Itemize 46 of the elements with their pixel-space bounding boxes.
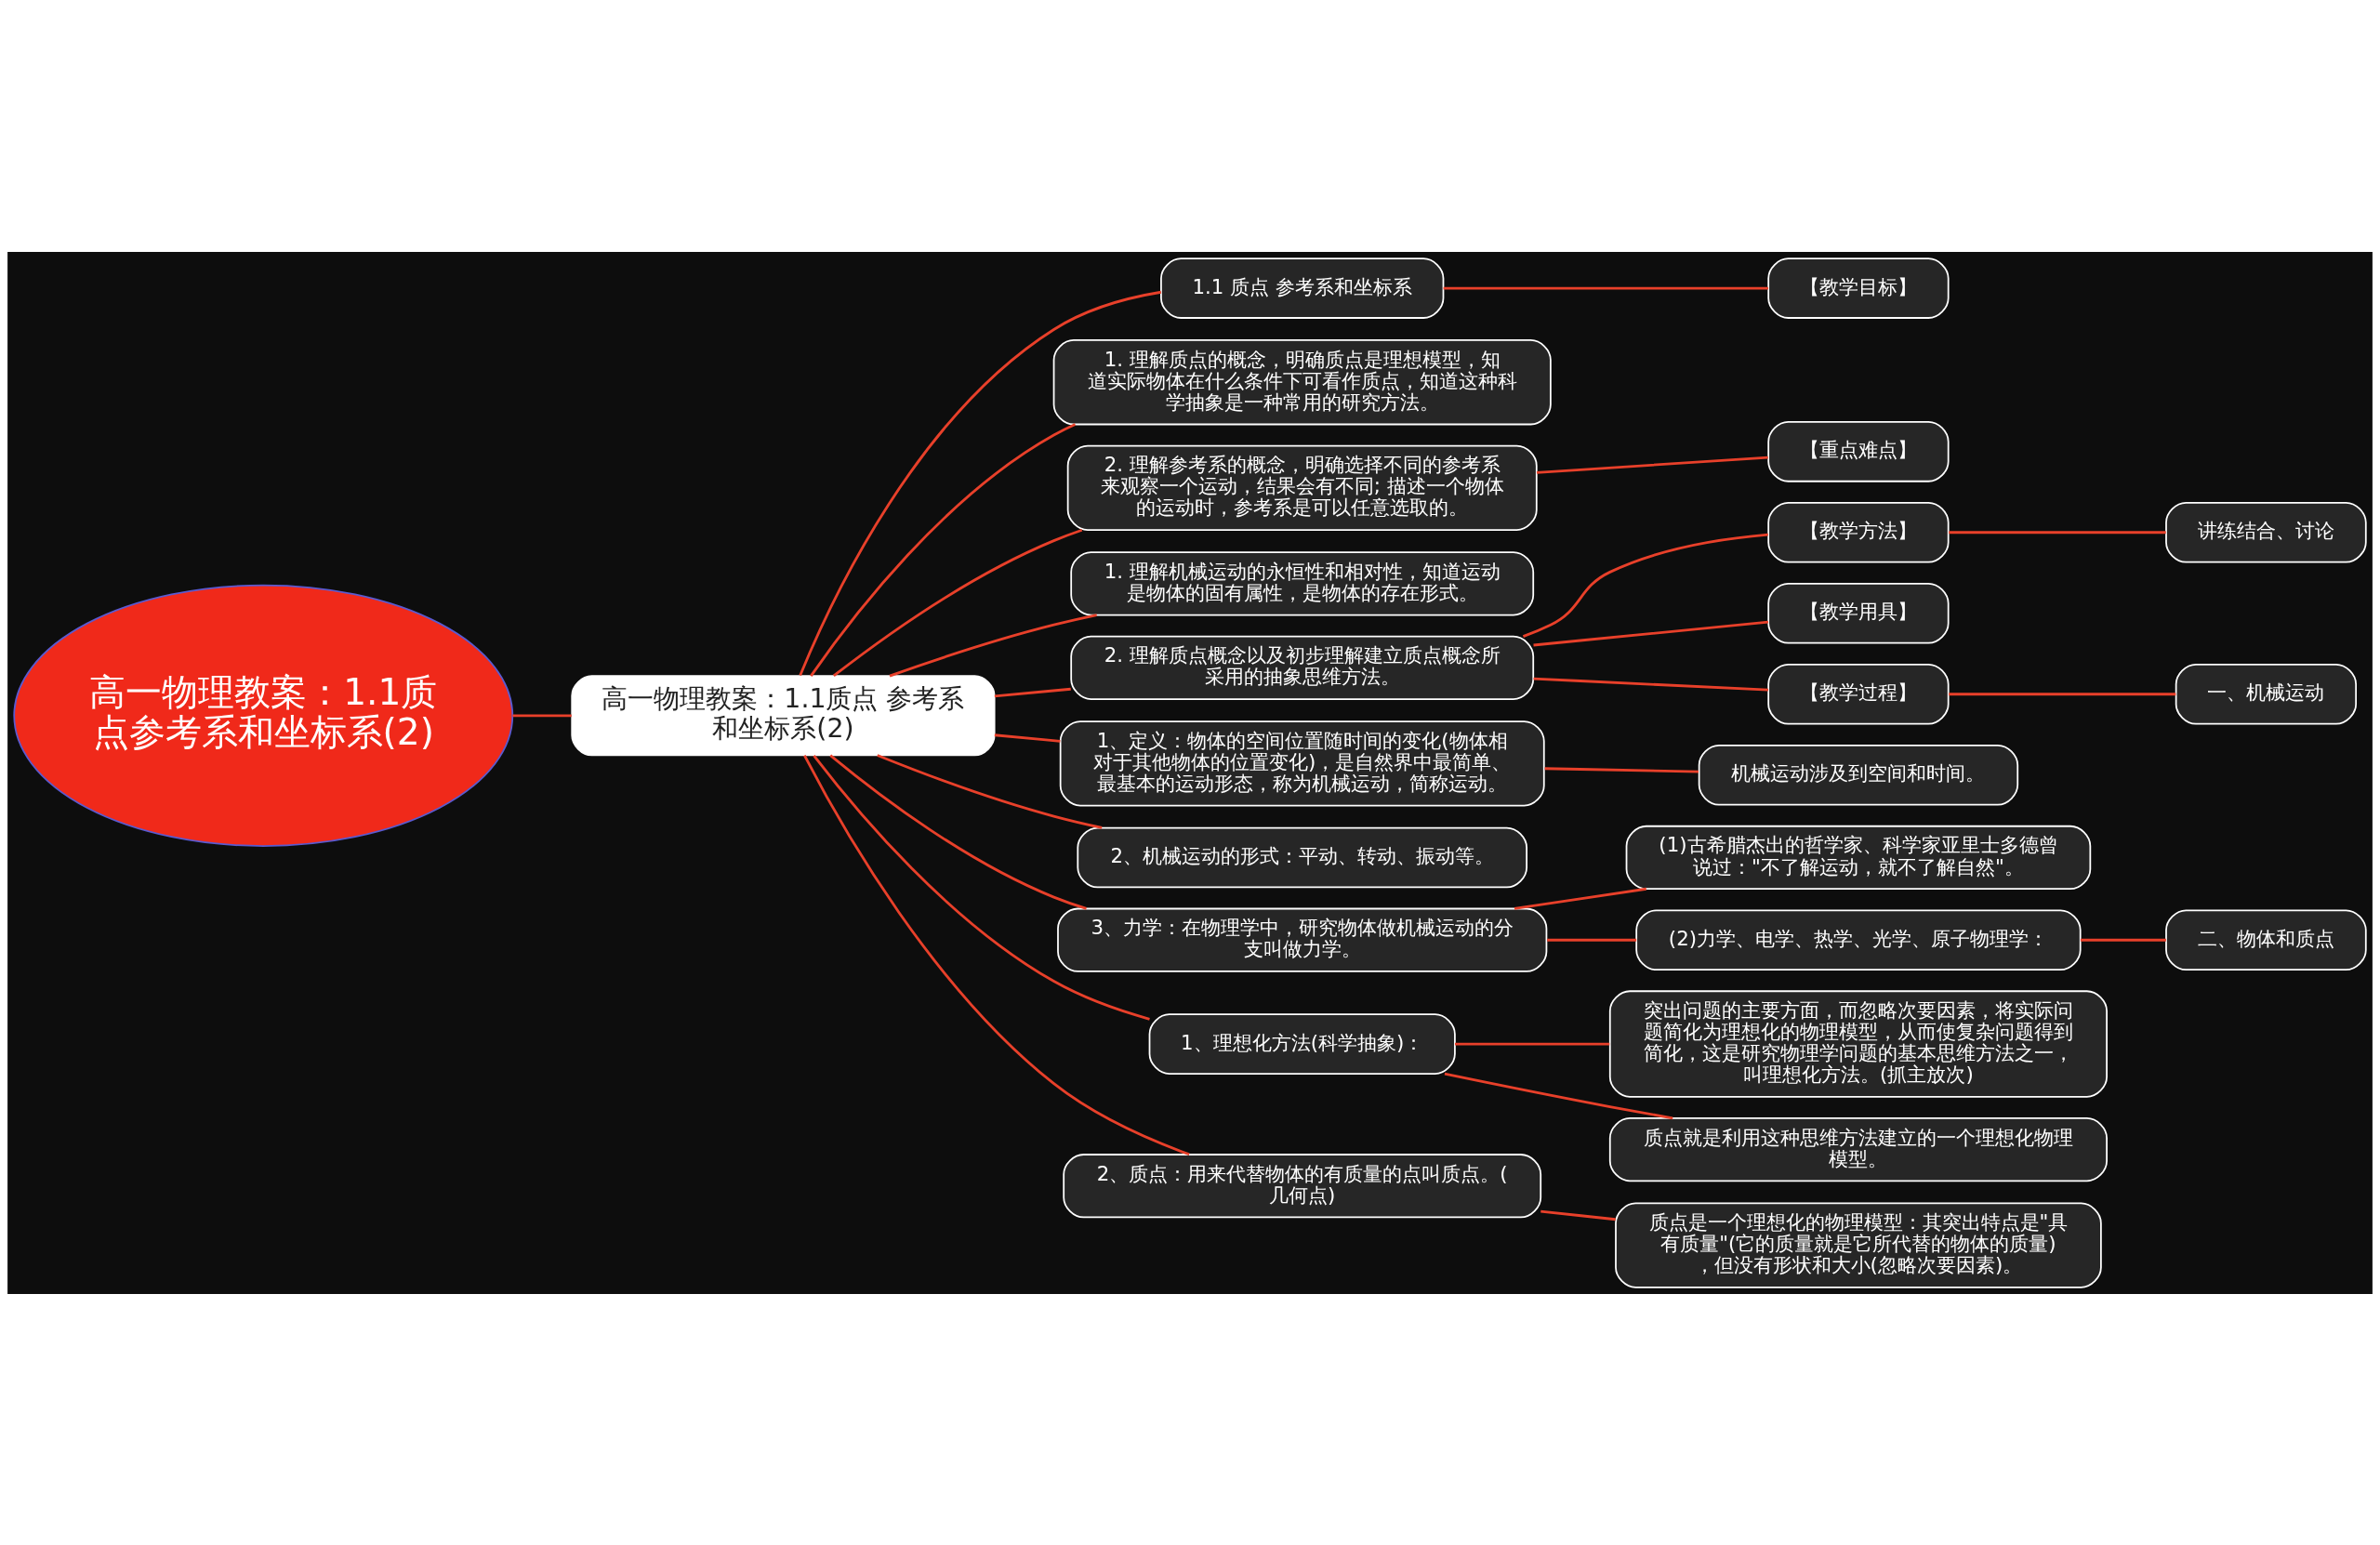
connector <box>1455 1042 1610 1045</box>
node-box: 机械运动涉及到空间和时间。 <box>1698 744 2019 806</box>
node-box: 质点是一个理想化的物理模型：其突出特点是"具有质量"(它的质量就是它所代替的物体的质量)，但没有形状和大小(忽略次要因素)。 <box>1615 1201 2102 1288</box>
connector <box>994 687 1071 697</box>
connector <box>2080 938 2166 942</box>
connector <box>1949 692 2176 695</box>
connector <box>1536 456 1768 474</box>
connector <box>1949 530 2166 534</box>
node-box: 1、理想化方法(科学抽象)： <box>1148 1012 1456 1075</box>
connector <box>832 528 1083 677</box>
connector <box>799 290 1162 676</box>
node-box: 【重点难点】 <box>1767 420 1950 482</box>
node-box: 2、机械运动的形式：平动、转动、振动等。 <box>1077 826 1528 888</box>
node-box: 一、机械运动 <box>2175 663 2358 725</box>
connector <box>1540 1209 1616 1221</box>
node-box: 2. 理解质点概念以及初步理解建立质点概念所采用的抽象思维方法。 <box>1070 635 1535 700</box>
node-box: 二、物体和质点 <box>2165 908 2367 971</box>
connector <box>1522 533 1768 638</box>
connector <box>1443 286 1769 289</box>
node-box: 1.1 质点 参考系和坐标系 <box>1160 257 1445 319</box>
node-box: 【教学目标】 <box>1767 257 1950 319</box>
connector <box>1533 677 1769 692</box>
node-box: 讲练结合、讨论 <box>2165 501 2367 563</box>
connector <box>1533 620 1769 646</box>
node-box: 2、质点：用来代替物体的有质量的点叫质点。(几何点) <box>1063 1153 1542 1218</box>
node-box: 3、力学：在物理学中，研究物体做机械运动的分支叫做力学。 <box>1057 907 1548 972</box>
connector <box>813 754 1150 1021</box>
node-ellipse: 高一物理教案：1.1质点参考系和坐标系(2) <box>13 584 514 847</box>
connector <box>994 733 1061 743</box>
node-box: (2)力学、电学、热学、光学、原子物理学： <box>1635 908 2082 971</box>
node-box: 1. 理解质点的概念，明确质点是理想模型，知道实际物体在什么条件下可看作质点，知道这种科学抽象是一种常用的研究方法。 <box>1052 338 1552 425</box>
node-box: 突出问题的主要方面，而忽略次要因素，将实际问题简化为理想化的物理模型，从而使复杂问题得到简化，这是研究物理学问题的基本思维方法之一，叫理想化方法。(抓主放次) <box>1608 989 2108 1098</box>
node-box: (1)古希腊杰出的哲学家、科学家亚里士多德曾说过："不了解运动，就不了解自然"。 <box>1625 825 2092 890</box>
connector <box>1547 938 1637 942</box>
connector <box>1544 766 1699 773</box>
node-box: 质点就是利用这种思维方法建立的一个理想化物理模型。 <box>1608 1116 2108 1182</box>
node-box: 【教学过程】 <box>1767 663 1950 725</box>
node-box: 1、定义：物体的空间位置随时间的变化(物体相对于其他物体的位置变化)，是自然界中最简单、最基本的运动形态，称为机械运动，简称运动。 <box>1059 720 1545 806</box>
node-box: 2. 理解参考系的概念，明确选择不同的参考系来观察一个运动，结果会有不同; 描述一个物体的运动时，参考系是可以任意选取的。 <box>1066 444 1538 531</box>
connector <box>512 713 572 717</box>
connector <box>1514 887 1646 910</box>
connector <box>803 754 1190 1155</box>
node-box: 【教学方法】 <box>1767 501 1950 563</box>
node-box: 高一物理教案：1.1质点 参考系和坐标系(2) <box>571 674 996 756</box>
node-box: 【教学用具】 <box>1767 582 1950 644</box>
node-box: 1. 理解机械运动的永恒性和相对性，知道运动是物体的固有属性，是物体的存在形式。 <box>1070 550 1535 615</box>
